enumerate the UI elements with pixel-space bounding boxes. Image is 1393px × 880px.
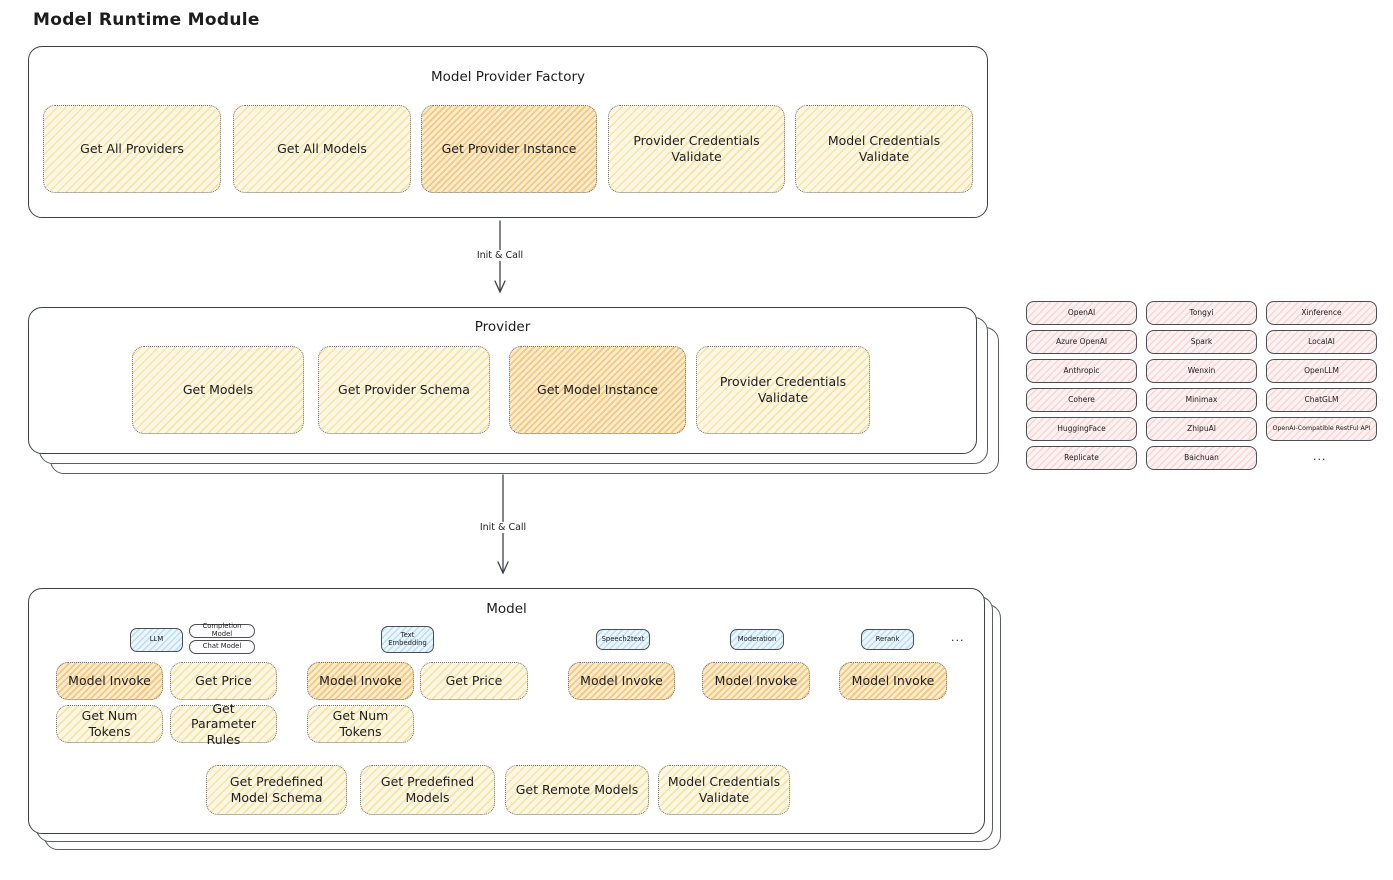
node-provider-credentials-validate-2: Provider Credentials Validate	[696, 346, 870, 434]
provider-chip-zhipuai: ZhipuAI	[1146, 417, 1257, 441]
node-llm-model-invoke: Model Invoke	[56, 662, 163, 700]
provider-chip-wenxin: Wenxin	[1146, 359, 1257, 383]
provider-chip-minimax: Minimax	[1146, 388, 1257, 412]
provider-chip-chatglm: ChatGLM	[1266, 388, 1377, 412]
node-get-all-models: Get All Models	[233, 105, 411, 193]
node-get-predefined-models: Get Predefined Models	[360, 765, 495, 815]
node-embedding-get-price: Get Price	[420, 662, 528, 700]
provider-chip-xinference: Xinference	[1266, 301, 1377, 325]
factory-panel-title: Model Provider Factory	[430, 69, 585, 85]
node-get-provider-schema: Get Provider Schema	[318, 346, 490, 434]
node-llm-get-price: Get Price	[170, 662, 277, 700]
provider-chip-openllm: OpenLLM	[1266, 359, 1377, 383]
provider-chip-azure-openai: Azure OpenAI	[1026, 330, 1137, 354]
tab-text-embedding: Text Embedding	[381, 626, 434, 653]
node-llm-get-num-tokens: Get Num Tokens	[56, 705, 163, 743]
init-call-label-2: Init & Call	[475, 522, 531, 533]
provider-chip-openai: OpenAI	[1026, 301, 1137, 325]
init-call-label-1: Init & Call	[472, 250, 528, 261]
provider-chip-tongyi: Tongyi	[1146, 301, 1257, 325]
model-tabs-more: ...	[951, 631, 965, 644]
provider-list-more: ...	[1313, 450, 1327, 463]
model-panel-title: Model	[486, 601, 527, 617]
node-get-model-instance: Get Model Instance	[509, 346, 686, 434]
node-llm-get-parameter-rules: Get Parameter Rules	[170, 701, 277, 747]
node-get-provider-instance: Get Provider Instance	[421, 105, 597, 193]
tab-llm: LLM	[130, 628, 183, 652]
node-provider-credentials-validate: Provider Credentials Validate	[608, 105, 785, 193]
factory-panel: Model Provider Factory Get All Providers…	[28, 46, 988, 218]
provider-chip-anthropic: Anthropic	[1026, 359, 1137, 383]
provider-panel-title: Provider	[474, 319, 531, 335]
node-model-credentials-validate: Model Credentials Validate	[795, 105, 973, 193]
provider-chip-openai-compatible: OpenAI-Compatible RestFul API	[1266, 417, 1377, 441]
diagram-title: Model Runtime Module	[33, 10, 260, 30]
node-moderation-model-invoke: Model Invoke	[702, 662, 810, 700]
node-get-all-providers: Get All Providers	[43, 105, 221, 193]
provider-chip-cohere: Cohere	[1026, 388, 1137, 412]
provider-chip-replicate: Replicate	[1026, 446, 1137, 470]
node-get-predefined-model-schema: Get Predefined Model Schema	[206, 765, 347, 815]
tab-moderation: Moderation	[730, 629, 784, 650]
provider-chip-baichuan: Baichuan	[1146, 446, 1257, 470]
model-panel: Model LLM Completion Model Chat Model Te…	[28, 588, 985, 834]
provider-chip-localai: LocalAI	[1266, 330, 1377, 354]
node-model-credentials-validate-2: Model Credentials Validate	[658, 765, 790, 815]
tab-rerank: Rerank	[861, 629, 914, 650]
node-rerank-model-invoke: Model Invoke	[839, 662, 947, 700]
tab-speech2text: Speech2text	[596, 629, 650, 650]
provider-chip-spark: Spark	[1146, 330, 1257, 354]
provider-chip-huggingface: HuggingFace	[1026, 417, 1137, 441]
provider-panel: Provider Get Models Get Provider Schema …	[28, 307, 977, 454]
node-speech2text-model-invoke: Model Invoke	[568, 662, 675, 700]
node-get-models: Get Models	[132, 346, 304, 434]
tab-completion-model: Completion Model	[189, 622, 255, 638]
tab-chat-model: Chat Model	[189, 640, 255, 654]
node-embedding-get-num-tokens: Get Num Tokens	[307, 705, 414, 743]
node-get-remote-models: Get Remote Models	[505, 765, 649, 815]
node-embedding-model-invoke: Model Invoke	[307, 662, 414, 700]
